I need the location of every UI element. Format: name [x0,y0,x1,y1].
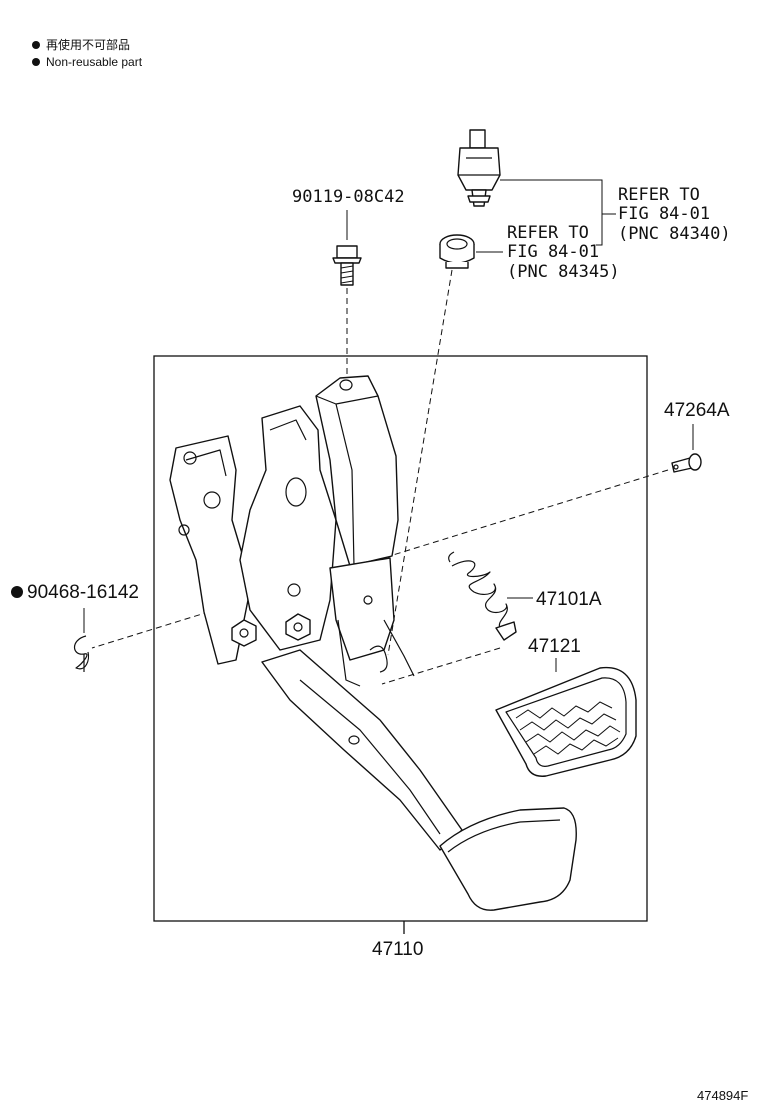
legend: 再使用不可部品 Non-reusable part [32,37,143,69]
refer-b-line3[interactable]: (PNC 84340) [618,224,731,244]
stop-lamp-switch-icon[interactable] [457,129,501,207]
label-47264a[interactable]: 47264A [664,400,730,421]
spring-dash [381,647,501,685]
switch-leader [500,179,603,246]
bushing-dash [387,269,453,656]
refer-a-line2[interactable]: FIG 84-01 [507,242,599,262]
refer-b-line2[interactable]: FIG 84-01 [618,204,710,224]
legend-text-jp: 再使用不可部品 [46,37,130,52]
refer-a-line3[interactable]: (PNC 84345) [507,262,620,282]
refer-b-line1[interactable]: REFER TO [618,185,700,205]
legend-bullet-en [32,58,40,66]
figure-number: 474894F [697,1088,748,1103]
bolt-icon[interactable] [332,245,362,286]
pedal-pad-icon[interactable] [495,666,637,777]
label-47101a[interactable]: 47101A [536,589,602,610]
pin-icon[interactable] [671,453,702,473]
return-spring-icon[interactable] [448,551,517,641]
clip-icon[interactable] [73,635,90,672]
bushing-icon[interactable] [439,234,475,269]
assembly-frame [153,355,648,922]
legend-bullet-jp [32,41,40,49]
label-90468-16142[interactable]: 90468-16142 [27,582,139,603]
legend-text-en: Non-reusable part [46,55,143,69]
label-47121[interactable]: 47121 [528,636,581,657]
label-90119-08c42[interactable]: 90119-08C42 [292,187,405,207]
refer-a-line1[interactable]: REFER TO [507,223,589,243]
pedal-assembly-icon[interactable] [169,375,577,911]
non-reusable-marker [11,586,23,598]
label-47110[interactable]: 47110 [372,939,423,960]
